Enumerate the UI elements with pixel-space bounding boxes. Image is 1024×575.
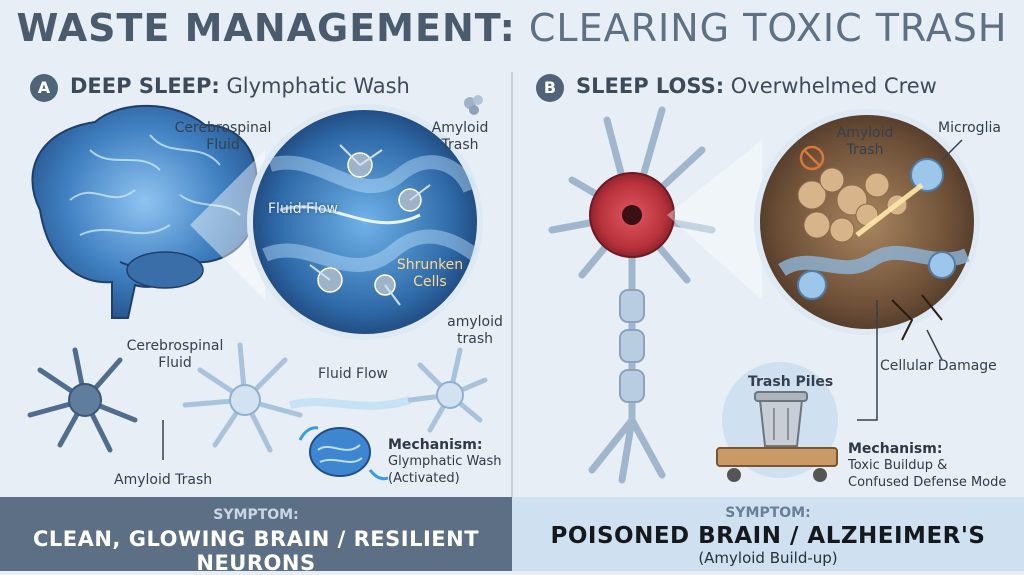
panel-a-badge: A (30, 74, 58, 102)
microglia-label: Microglia (938, 120, 1001, 136)
amyloid-bottom-label: Amyloid Trash (114, 472, 213, 488)
microglia-icon (797, 158, 956, 300)
panel-b-footer: SYMPTOM: POISONED BRAIN / ALZHEIMER'S (A… (512, 497, 1024, 571)
no-symbol-icon (799, 145, 825, 171)
panel-b-heading: SLEEP LOSS: Overwhelmed Crew (576, 74, 937, 98)
neuron-icon (182, 342, 303, 453)
page-title: WASTE MANAGEMENT: CLEARING TOXIC TRASH (16, 6, 1008, 50)
glymphatic-zoom-circle (247, 104, 483, 340)
panel-a-artwork (27, 95, 488, 481)
neuron-body (68, 383, 102, 417)
neuron-body (229, 384, 261, 416)
trash-pointer (857, 300, 878, 421)
neuron-body (436, 381, 464, 409)
panel-b-artwork (548, 106, 980, 484)
panel-a-heading: DEEP SLEEP: Glymphatic Wash (70, 74, 410, 98)
trash-can-icon (716, 391, 838, 482)
microglia-pointer (941, 139, 963, 161)
fluid-flow-circle-label: Fluid Flow (268, 201, 338, 217)
microglia-zoom-circle (754, 109, 980, 341)
brain-icon (298, 426, 389, 481)
fluid-flow-stream (289, 396, 412, 410)
damage-pointer (926, 329, 943, 361)
neuron-icon (27, 347, 138, 453)
panel-b-mechanism: Mechanism: Toxic Buildup & Confused Defe… (848, 441, 1007, 490)
panel-divider (511, 72, 513, 497)
amyloid-particle-icon (464, 95, 483, 115)
panel-a-footer: SYMPTOM: CLEAN, GLOWING BRAIN / RESILIEN… (0, 497, 512, 575)
trash-piles-label: Trash Piles (748, 374, 834, 390)
neuron-icon (407, 347, 488, 433)
panel-a-mechanism: Mechanism: Glymphatic Wash (Activated) (388, 437, 502, 486)
panel-b-badge: B (536, 74, 564, 102)
cellular-damage-label: Cellular Damage (880, 358, 997, 374)
fluid-flow-bottom-label: Fluid Flow (318, 366, 388, 382)
